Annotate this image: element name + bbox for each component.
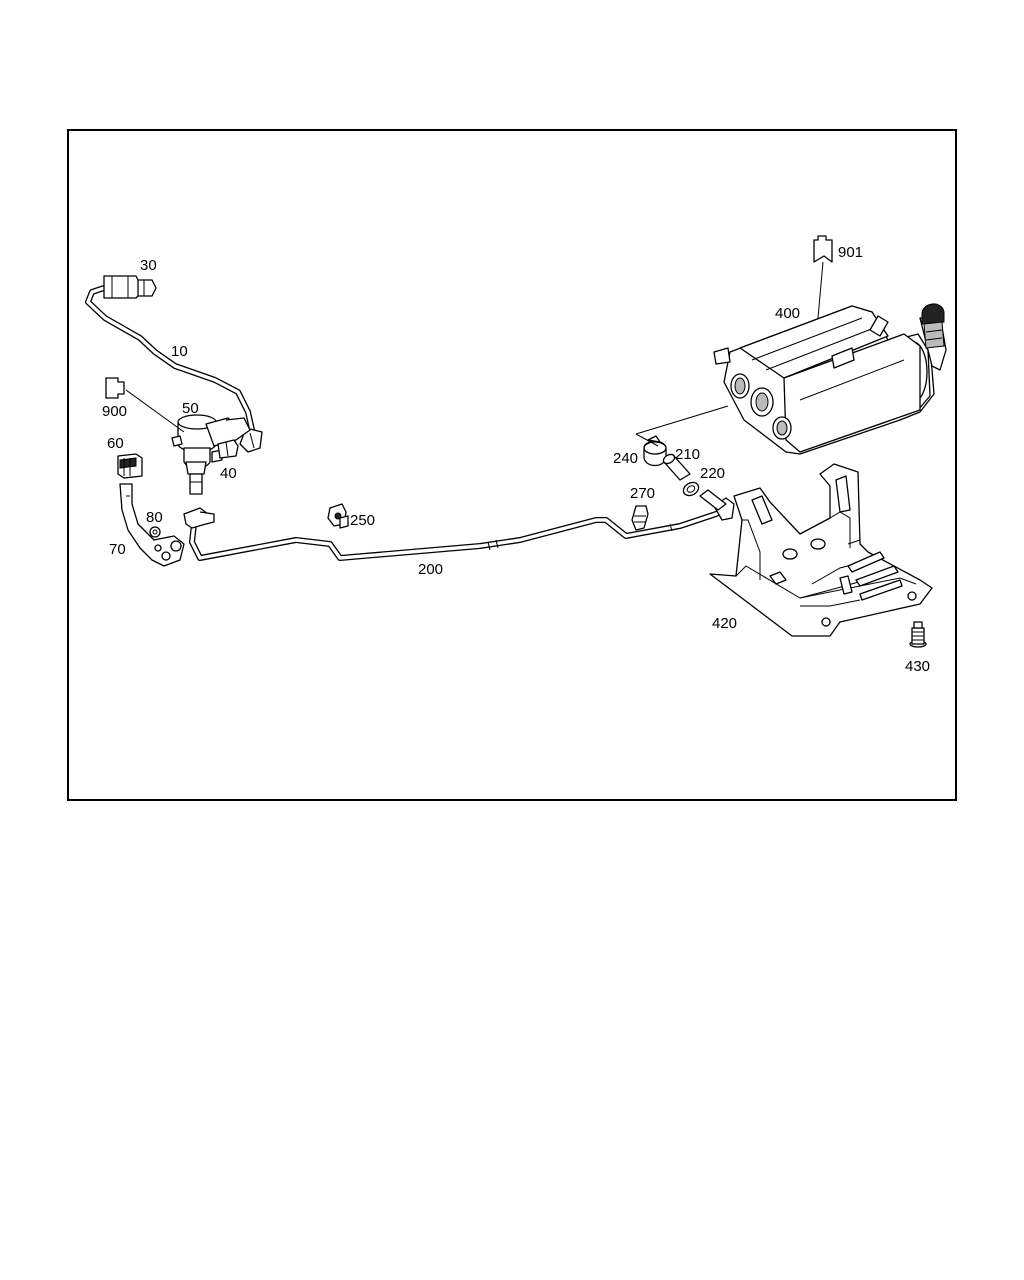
callout-220: 220 — [700, 465, 725, 482]
part-80-nut[interactable] — [149, 526, 161, 538]
part-270-clip[interactable] — [631, 505, 649, 531]
part-60-plug[interactable] — [117, 453, 143, 479]
part-50-purge-valve[interactable] — [171, 414, 251, 495]
callout-901: 901 — [838, 244, 863, 261]
callout-30: 30 — [140, 257, 157, 274]
callout-240: 240 — [613, 450, 638, 467]
callout-420: 420 — [712, 615, 737, 632]
part-400-charcoal-canister[interactable] — [713, 303, 947, 455]
part-901-connector-symbol[interactable] — [813, 235, 833, 263]
callout-60: 60 — [107, 435, 124, 452]
callout-labels: 30 10 900 50 60 40 80 70 250 200 901 400… — [102, 244, 930, 675]
callout-900: 900 — [102, 403, 127, 420]
callout-40: 40 — [220, 465, 237, 482]
part-250-clip[interactable] — [327, 503, 349, 529]
callout-50: 50 — [182, 400, 199, 417]
callout-270: 270 — [630, 485, 655, 502]
callout-430: 430 — [905, 658, 930, 675]
part-30-connector[interactable] — [103, 275, 157, 299]
callout-200: 200 — [418, 561, 443, 578]
callout-70: 70 — [109, 541, 126, 558]
callout-250: 250 — [350, 512, 375, 529]
diagram-frame — [67, 129, 957, 801]
callout-400: 400 — [775, 305, 800, 322]
callout-210: 210 — [675, 446, 700, 463]
leader-lines — [125, 261, 824, 447]
part-430-screw[interactable] — [909, 621, 927, 648]
part-900-connector-symbol[interactable] — [105, 377, 125, 399]
part-40-clip[interactable] — [217, 439, 239, 459]
part-420-mounting-bracket[interactable] — [709, 463, 933, 637]
part-240-hose-clamp[interactable] — [643, 435, 667, 467]
part-200-main-line[interactable] — [183, 497, 735, 561]
pipe-stub — [699, 489, 727, 511]
part-70-bracket[interactable] — [119, 483, 185, 567]
callout-10: 10 — [171, 343, 188, 360]
callout-80: 80 — [146, 509, 163, 526]
part-210-hose[interactable] — [662, 453, 691, 481]
part-220-clamp[interactable] — [681, 480, 701, 498]
